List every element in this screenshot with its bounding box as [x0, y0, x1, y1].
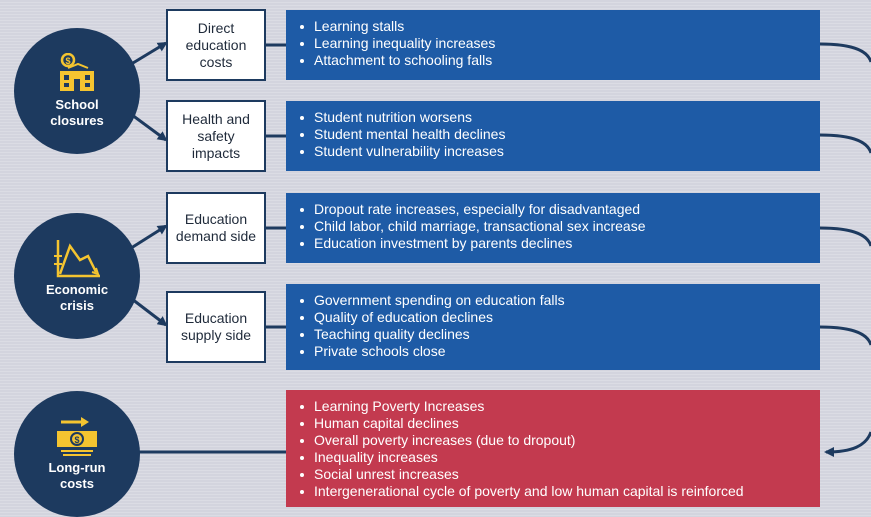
- effect-item: Student nutrition worsens: [296, 109, 810, 126]
- effect-item: Private schools close: [296, 343, 810, 360]
- curve-box-2-out: [819, 133, 871, 154]
- economic-crisis-label: Economic crisis: [45, 282, 109, 313]
- long-run-effects-box: Learning Poverty Increases Human capital…: [286, 390, 820, 507]
- curve-box-3-out: [819, 226, 871, 247]
- effect-item: Inequality increases: [296, 449, 810, 466]
- education-supply-side-box: Education supply side: [166, 291, 266, 363]
- money-cost-icon: $: [53, 416, 101, 456]
- effect-item: Student mental health declines: [296, 126, 810, 143]
- effect-item: Government spending on education falls: [296, 292, 810, 309]
- effect-item: Attachment to schooling falls: [296, 52, 810, 69]
- effect-item: Dropout rate increases, especially for d…: [296, 201, 810, 218]
- effect-item: Education investment by parents declines: [296, 235, 810, 252]
- school-closures-label: School closures: [50, 97, 104, 128]
- effect-item: Overall poverty increases (due to dropou…: [296, 432, 810, 449]
- supply-side-effects-box: Government spending on education falls Q…: [286, 284, 820, 370]
- direct-education-costs-box: Direct education costs: [166, 9, 266, 81]
- arrow-economic-to-demand-side: [127, 224, 168, 252]
- school-closures-circle: $ School closures: [14, 28, 140, 154]
- demand-side-effects-box: Dropout rate increases, especially for d…: [286, 193, 820, 263]
- effect-item: Learning inequality increases: [296, 35, 810, 52]
- declining-chart-icon: [52, 238, 102, 278]
- effect-item: Teaching quality declines: [296, 326, 810, 343]
- health-safety-effects-box: Student nutrition worsens Student mental…: [286, 101, 820, 171]
- effect-item: Social unrest increases: [296, 466, 810, 483]
- effect-item: Human capital declines: [296, 415, 810, 432]
- direct-costs-effects-box: Learning stalls Learning inequality incr…: [286, 10, 820, 80]
- health-safety-impacts-box: Health and safety impacts: [166, 100, 266, 172]
- economic-crisis-circle: Economic crisis: [14, 213, 140, 339]
- effect-item: Learning stalls: [296, 18, 810, 35]
- effect-item: Student vulnerability increases: [296, 143, 810, 160]
- curve-box-4-out: [819, 325, 871, 346]
- curve-box-1-out: [819, 42, 871, 63]
- effect-item: Learning Poverty Increases: [296, 398, 810, 415]
- effect-item: Quality of education declines: [296, 309, 810, 326]
- svg-text:$: $: [74, 435, 79, 445]
- svg-text:$: $: [65, 56, 70, 66]
- long-run-costs-circle: $ Long-run costs: [14, 391, 140, 517]
- long-run-costs-label: Long-run costs: [48, 460, 106, 491]
- school-building-icon: $: [54, 53, 100, 93]
- curve-into-outcome-box: [824, 431, 871, 457]
- effect-item: Intergenerational cycle of poverty and l…: [296, 483, 810, 500]
- effect-item: Child labor, child marriage, transaction…: [296, 218, 810, 235]
- education-demand-side-box: Education demand side: [166, 192, 266, 264]
- arrow-school-to-direct-costs: [127, 41, 168, 68]
